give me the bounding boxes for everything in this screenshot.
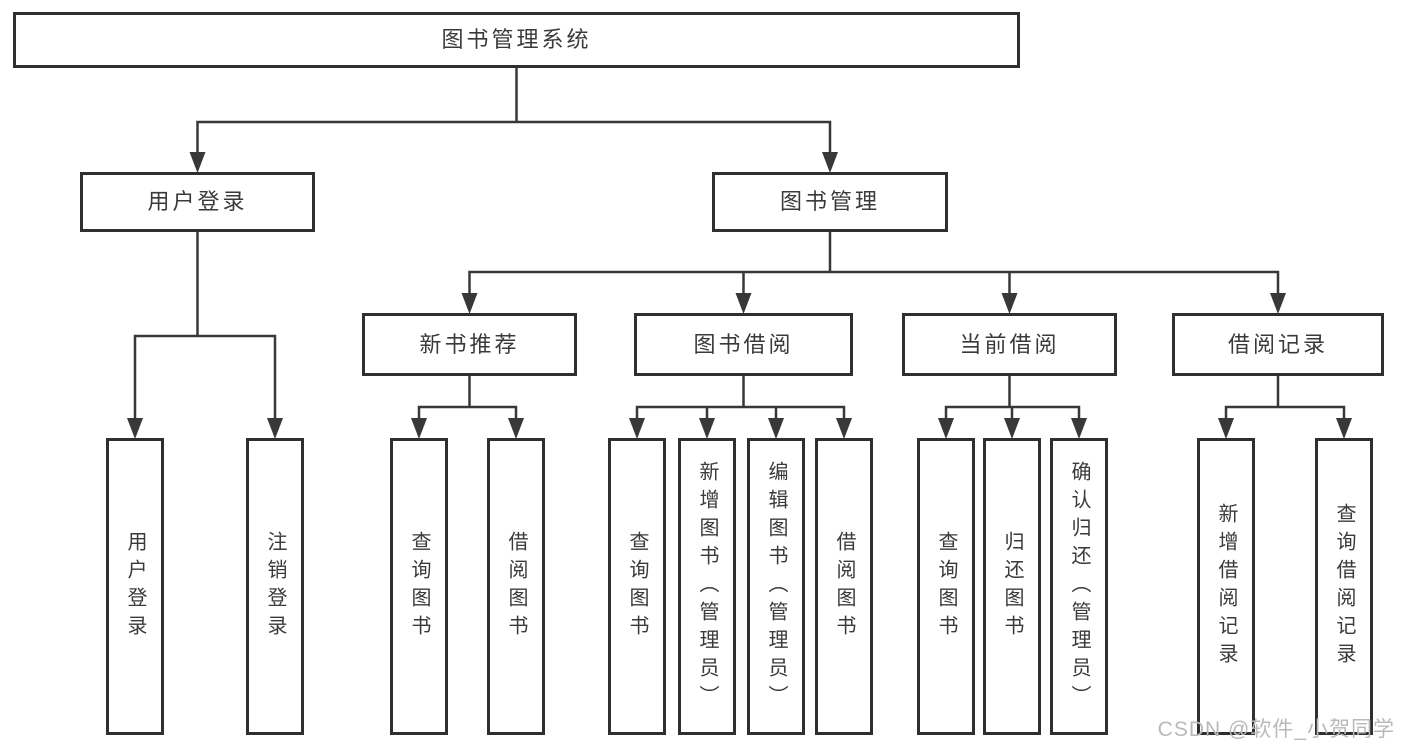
arrow-down-icon xyxy=(1218,418,1234,439)
arrow-down-icon xyxy=(822,152,838,173)
node-library-management-system: 图书管理系统 xyxy=(13,12,1020,68)
csdn-watermark: CSDN @软件_小贺同学 xyxy=(1157,718,1395,741)
node-label: 图书管理 xyxy=(779,189,880,214)
leaf-add-book-admin: 新增图书（管理员） xyxy=(678,438,736,735)
node-label: 借阅记录 xyxy=(1227,331,1328,357)
leaf-query-books-borrow: 查询图书 xyxy=(608,438,666,735)
arrow-down-icon xyxy=(1004,418,1020,439)
arrow-down-icon xyxy=(1071,418,1087,439)
node-label: 借阅图书 xyxy=(505,530,527,643)
node-user-login: 用户登录 xyxy=(80,172,315,232)
leaf-query-borrow-record: 查询借阅记录 xyxy=(1315,438,1373,735)
node-label: 图书借阅 xyxy=(693,331,794,357)
node-label: 查询图书 xyxy=(408,530,430,643)
arrow-down-icon xyxy=(1270,293,1286,314)
arrow-down-icon xyxy=(836,418,852,439)
arrow-down-icon xyxy=(461,293,478,314)
arrow-down-icon xyxy=(508,418,524,439)
node-book-management: 图书管理 xyxy=(712,172,948,232)
node-book-borrow: 图书借阅 xyxy=(634,313,853,376)
leaf-borrow-books-borrow: 借阅图书 xyxy=(815,438,873,735)
arrow-down-icon xyxy=(189,152,206,173)
node-label: 查询图书 xyxy=(626,530,648,643)
leaf-user-login: 用户登录 xyxy=(106,438,164,735)
node-borrow-records: 借阅记录 xyxy=(1172,313,1384,376)
leaf-query-books-recommend: 查询图书 xyxy=(390,438,448,735)
leaf-query-books-current: 查询图书 xyxy=(917,438,975,735)
node-new-book-recommend: 新书推荐 xyxy=(362,313,577,376)
arrow-down-icon xyxy=(411,418,427,439)
node-label: 注销登录 xyxy=(264,530,286,643)
leaf-return-books: 归还图书 xyxy=(983,438,1041,735)
arrow-down-icon xyxy=(127,418,143,439)
node-label: 归还图书 xyxy=(1001,530,1023,643)
node-label: 图书管理系统 xyxy=(441,27,592,52)
leaf-logout: 注销登录 xyxy=(246,438,304,735)
arrow-down-icon xyxy=(699,418,715,439)
node-label: 确认归还（管理员） xyxy=(1068,460,1090,713)
leaf-confirm-return-admin: 确认归还（管理员） xyxy=(1050,438,1108,735)
node-label: 借阅图书 xyxy=(833,530,855,643)
arrow-down-icon xyxy=(768,418,784,439)
leaf-borrow-books-recommend: 借阅图书 xyxy=(487,438,545,735)
arrow-down-icon xyxy=(1001,293,1018,314)
tree-edges xyxy=(133,66,1346,431)
node-current-borrow: 当前借阅 xyxy=(902,313,1117,376)
node-label: 用户登录 xyxy=(124,530,146,643)
node-label: 查询图书 xyxy=(935,530,957,643)
arrow-down-icon xyxy=(629,418,645,439)
leaf-add-borrow-record: 新增借阅记录 xyxy=(1197,438,1255,735)
node-label: 新增借阅记录 xyxy=(1215,502,1237,671)
arrowheads xyxy=(127,152,1352,439)
arrow-down-icon xyxy=(938,418,954,439)
node-label: 查询借阅记录 xyxy=(1333,502,1355,671)
arrow-down-icon xyxy=(735,293,752,314)
node-label: 新书推荐 xyxy=(419,331,520,357)
arrow-down-icon xyxy=(1336,418,1352,439)
node-label: 编辑图书（管理员） xyxy=(765,460,787,713)
node-label: 新增图书（管理员） xyxy=(696,460,718,713)
node-label: 当前借阅 xyxy=(959,331,1060,357)
node-label: 用户登录 xyxy=(147,189,248,214)
arrow-down-icon xyxy=(267,418,283,439)
leaf-edit-book-admin: 编辑图书（管理员） xyxy=(747,438,805,735)
